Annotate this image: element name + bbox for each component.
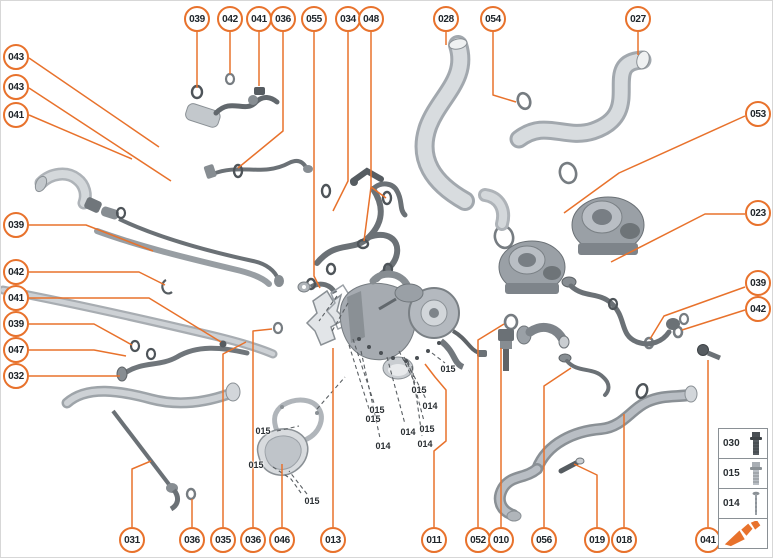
callout-042[interactable]: 042 <box>745 296 771 322</box>
part-label-014: 014 <box>400 427 416 437</box>
part-turbocharger <box>339 270 487 380</box>
callout-013[interactable]: 013 <box>320 527 346 553</box>
callout-027[interactable]: 027 <box>625 6 651 32</box>
fastener-legend: 030 015 014 <box>718 428 768 549</box>
callout-041[interactable]: 041 <box>3 102 29 128</box>
part-label-014: 014 <box>417 439 433 449</box>
part-label-015: 015 <box>304 496 320 506</box>
part-label-014: 014 <box>422 401 438 411</box>
legend-label: 015 <box>723 468 740 479</box>
part-pipe-mid <box>203 159 313 179</box>
callout-036[interactable]: 036 <box>270 6 296 32</box>
part-label-014: 014 <box>375 441 391 451</box>
part-o-rings <box>493 91 684 350</box>
callout-023[interactable]: 023 <box>745 200 771 226</box>
callout-043[interactable]: 043 <box>3 74 29 100</box>
callout-035[interactable]: 035 <box>210 527 236 553</box>
bolt-dark-icon <box>749 431 763 457</box>
part-pipe-027 <box>509 50 652 149</box>
callout-042[interactable]: 042 <box>217 6 243 32</box>
callout-043[interactable]: 043 <box>3 44 29 70</box>
part-thermostat-left <box>498 240 566 294</box>
part-hose-lower <box>493 383 698 522</box>
callout-041[interactable]: 041 <box>246 6 272 32</box>
callout-032[interactable]: 032 <box>3 363 29 389</box>
dashed-leaders <box>272 295 446 495</box>
callout-047[interactable]: 047 <box>3 337 29 363</box>
part-charge-pipe-028 <box>414 35 475 211</box>
callout-041[interactable]: 041 <box>3 285 29 311</box>
part-sensor <box>498 329 514 371</box>
brand-arrow-logo <box>719 519 767 548</box>
callout-036[interactable]: 036 <box>240 527 266 553</box>
part-label-015: 015 <box>411 385 427 395</box>
legend-label: 014 <box>723 498 740 509</box>
callout-019[interactable]: 019 <box>584 527 610 553</box>
part-elbow-054 <box>478 188 510 231</box>
part-label-015: 015 <box>440 364 456 374</box>
part-label-015: 015 <box>248 460 264 470</box>
part-thermostat-right <box>571 196 645 255</box>
callout-055[interactable]: 055 <box>301 6 327 32</box>
legend-row-030: 030 <box>719 429 767 459</box>
callout-039[interactable]: 039 <box>745 270 771 296</box>
callout-053[interactable]: 053 <box>745 101 771 127</box>
callout-039[interactable]: 039 <box>184 6 210 32</box>
bolt-light-icon <box>749 461 763 487</box>
part-gasket-shield <box>256 397 324 476</box>
part-elbow-left <box>34 167 284 287</box>
callout-046[interactable]: 046 <box>269 527 295 553</box>
part-line-right <box>561 276 721 361</box>
callout-018[interactable]: 018 <box>611 527 637 553</box>
callout-054[interactable]: 054 <box>480 6 506 32</box>
callout-036[interactable]: 036 <box>179 527 205 553</box>
part-label-015: 015 <box>365 414 381 424</box>
part-pipe-056 <box>558 353 611 397</box>
callout-028[interactable]: 028 <box>433 6 459 32</box>
callout-052[interactable]: 052 <box>465 527 491 553</box>
part-hose-031 <box>61 382 241 512</box>
part-flange-hose <box>516 322 570 349</box>
legend-row-015: 015 <box>719 459 767 489</box>
stud-thin-icon <box>749 491 763 517</box>
callout-031[interactable]: 031 <box>119 527 145 553</box>
callout-010[interactable]: 010 <box>488 527 514 553</box>
part-label-015: 015 <box>369 405 385 415</box>
callout-leaders <box>28 32 746 527</box>
part-pipe-topleft <box>185 72 280 128</box>
part-hose-032 <box>116 279 250 382</box>
callout-056[interactable]: 056 <box>531 527 557 553</box>
legend-row-014: 014 <box>719 489 767 519</box>
callout-039[interactable]: 039 <box>3 212 29 238</box>
part-label-015: 015 <box>255 426 271 436</box>
callout-048[interactable]: 048 <box>358 6 384 32</box>
callout-011[interactable]: 011 <box>421 527 447 553</box>
legend-label: 030 <box>723 438 740 449</box>
callout-039[interactable]: 039 <box>3 311 29 337</box>
callout-042[interactable]: 042 <box>3 259 29 285</box>
part-label-015: 015 <box>419 424 435 434</box>
